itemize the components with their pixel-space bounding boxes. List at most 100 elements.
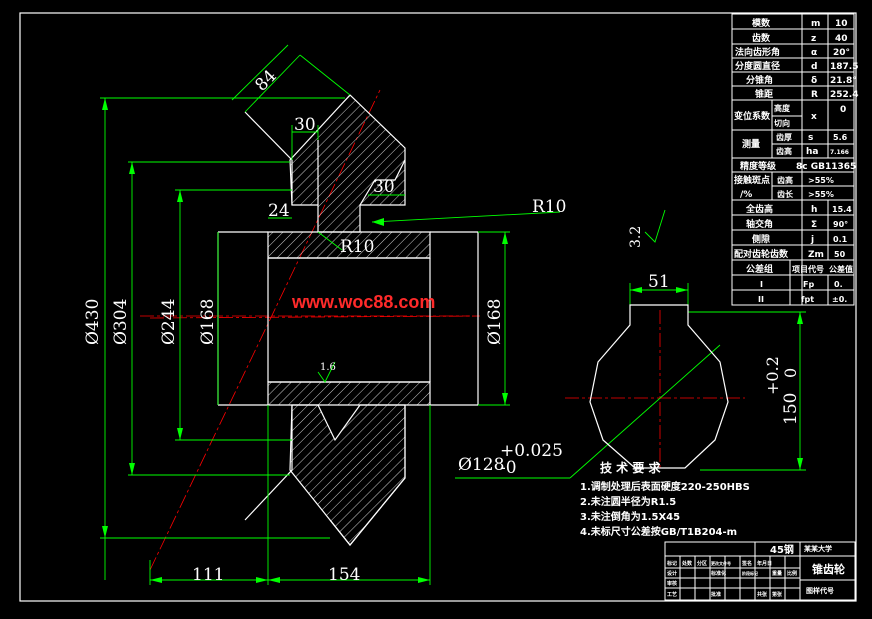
dim-radius-r10-outer: R10 bbox=[532, 197, 566, 217]
param-sym: R bbox=[811, 90, 818, 100]
param-sub: 齿厚 bbox=[776, 132, 792, 142]
title-cell: 阶段标记 bbox=[742, 570, 758, 576]
param-val: 21.8° bbox=[830, 76, 857, 86]
title-cell: 签名 bbox=[741, 560, 752, 567]
param-sub: 齿长 bbox=[777, 189, 794, 199]
param-sym: fpt bbox=[801, 295, 814, 304]
dim-diameter-430: Ø430 bbox=[83, 299, 103, 345]
param-val: 252.4 bbox=[830, 90, 858, 100]
title-cell: 标记 bbox=[666, 560, 677, 567]
param-label: 全齿高 bbox=[745, 203, 773, 215]
param-val: 5.6 bbox=[833, 133, 848, 142]
param-val: 15.4 bbox=[832, 205, 852, 214]
title-cell: 年月日 bbox=[757, 560, 772, 567]
param-label: II bbox=[758, 295, 764, 304]
param-sub: 切向 bbox=[774, 118, 790, 128]
param-label: 公差组 bbox=[746, 263, 773, 275]
param-label2: /% bbox=[740, 190, 752, 200]
param-sym: Σ bbox=[811, 220, 817, 230]
roughness-1-6: 1.6 bbox=[320, 362, 336, 373]
title-cell: 处数 bbox=[681, 560, 693, 567]
dim-length-111: 111 bbox=[192, 565, 224, 585]
parameter-table-text: 模数 m 10 齿数 z 40 法向齿形角 α 20° 分度圆直径 d 187.… bbox=[734, 17, 858, 304]
param-val: >55% bbox=[808, 190, 834, 199]
param-col2: 项目代号 bbox=[792, 264, 824, 274]
param-sym: ha bbox=[806, 147, 818, 157]
param-val: 50 bbox=[834, 250, 846, 259]
param-label: 接触斑点 bbox=[734, 174, 770, 186]
param-val: 187.5 bbox=[830, 62, 858, 72]
param-val: 0. bbox=[834, 280, 843, 289]
param-label: 变位系数 bbox=[734, 110, 771, 122]
centerlines bbox=[140, 89, 745, 571]
dim-length-24: 24 bbox=[268, 201, 290, 221]
title-block bbox=[664, 541, 856, 601]
param-sym: Fp bbox=[803, 280, 814, 289]
param-label: 分锥角 bbox=[746, 74, 773, 86]
drawing-frame bbox=[19, 12, 857, 602]
tech-req-item-2: 2.未注圆半径为R1.5 bbox=[580, 495, 676, 508]
tech-requirements: 技 术 要 求 1.调制处理后表面硬度220-250HBS 2.未注圆半径为R1… bbox=[580, 460, 750, 538]
dim-bore: Ø128 bbox=[458, 455, 504, 475]
dimension-arrows bbox=[102, 98, 803, 583]
param-label: I bbox=[760, 280, 763, 289]
watermark: www.woc88.com bbox=[291, 292, 435, 312]
lower-hub-section bbox=[267, 381, 431, 406]
param-val: 0.1 bbox=[833, 235, 848, 244]
param-sym: z bbox=[811, 34, 816, 44]
title-block-text: 45钢 锥齿轮 某某大学 图样代号 标记 处数 分区 更改文件号 签名 年月日 … bbox=[666, 543, 845, 598]
title-cell: 分区 bbox=[697, 560, 707, 567]
title-cell: 第张 bbox=[772, 591, 783, 598]
title-cell: 更改文件号 bbox=[711, 560, 731, 566]
param-val: 7.166 bbox=[830, 149, 849, 156]
param-label: 精度等级 bbox=[740, 160, 777, 172]
title-material: 45钢 bbox=[770, 543, 794, 556]
dim-diameter-168-right: Ø168 bbox=[485, 299, 505, 345]
dim-length-84: 84 bbox=[251, 66, 280, 95]
title-part-name: 锥齿轮 bbox=[812, 562, 845, 576]
param-sym: δ bbox=[811, 76, 817, 86]
title-drawing-no: 图样代号 bbox=[806, 586, 834, 595]
param-label: 侧隙 bbox=[752, 233, 770, 245]
param-col3: 公差值 bbox=[829, 264, 853, 274]
param-val: >55% bbox=[808, 176, 834, 185]
param-sym: x bbox=[811, 112, 817, 122]
dim-length-30-mid: 30 bbox=[373, 177, 395, 197]
dim-length-30-top: 30 bbox=[294, 115, 316, 135]
parameter-table bbox=[731, 13, 855, 306]
dim-radius-r10-inner: R10 bbox=[340, 237, 374, 257]
title-cell: 比例 bbox=[787, 570, 797, 577]
param-val: 40 bbox=[835, 34, 848, 44]
dim-length-154: 154 bbox=[328, 565, 360, 585]
param-sym: d bbox=[811, 62, 817, 72]
title-cell: 工艺 bbox=[667, 591, 677, 598]
title-cell: 审核 bbox=[667, 580, 677, 587]
param-val: ±0. bbox=[832, 295, 847, 304]
dim-keyway-tol-lower: 0 bbox=[781, 368, 800, 378]
param-label: 模数 bbox=[752, 17, 771, 29]
title-cell: 共张 bbox=[757, 591, 768, 598]
title-school: 某某大学 bbox=[803, 544, 832, 553]
param-sym: j bbox=[810, 235, 814, 245]
dim-diameter-244: Ø244 bbox=[159, 299, 179, 345]
dim-key-width-51: 51 bbox=[648, 272, 670, 292]
title-cell: 设计 bbox=[667, 570, 677, 577]
title-cell: 标准化 bbox=[710, 570, 726, 577]
roughness-3-2: 3.2 bbox=[628, 226, 644, 248]
param-val: 0 bbox=[840, 105, 846, 115]
tech-req-item-4: 4.未标尺寸公差按GB/T1B204-m bbox=[580, 525, 737, 538]
param-sym: s bbox=[808, 133, 813, 143]
dim-keyway-height: 150 bbox=[781, 393, 801, 425]
param-sub: 齿高 bbox=[777, 175, 793, 185]
tech-req-item-3: 3.未注倒角为1.5X45 bbox=[580, 510, 680, 523]
param-label: 锥距 bbox=[755, 88, 773, 100]
param-val: 20° bbox=[833, 48, 850, 58]
param-label: 法向齿形角 bbox=[735, 46, 780, 58]
param-val: 90° bbox=[833, 220, 848, 229]
param-sym: α bbox=[811, 48, 817, 58]
title-cell: 重量 bbox=[772, 570, 782, 577]
title-cell: 批准 bbox=[711, 591, 721, 598]
dim-diameter-304: Ø304 bbox=[111, 299, 131, 345]
dim-bore-tol-upper: +0.025 bbox=[500, 441, 563, 461]
